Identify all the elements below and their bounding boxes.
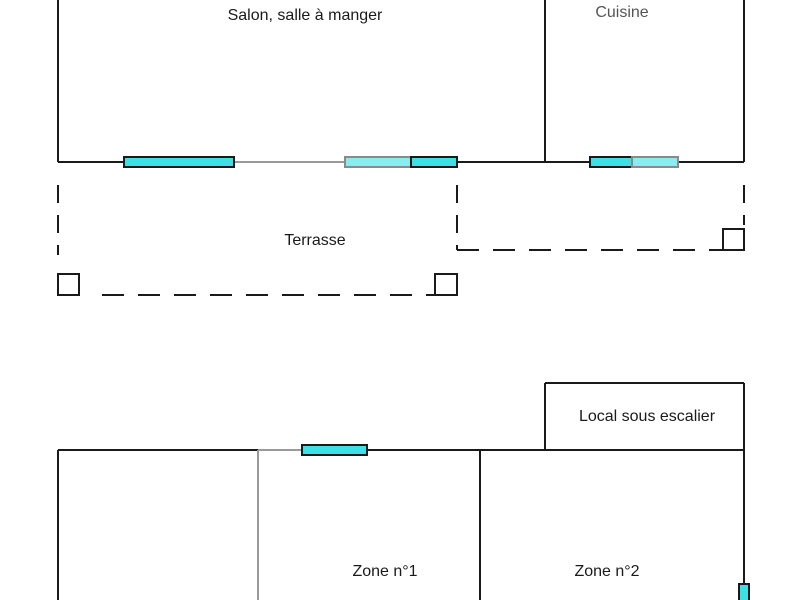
room-label-cuisine: Cuisine xyxy=(595,4,648,21)
window xyxy=(738,583,750,600)
terrace-post xyxy=(57,273,80,296)
lower-floor: Local sous escalier Zone n°1 Zone n°2 xyxy=(57,382,750,600)
terrace-post xyxy=(434,273,458,296)
window xyxy=(301,444,368,456)
room-label-zone1: Zone n°1 xyxy=(352,563,417,580)
window xyxy=(631,156,679,168)
room-label-local-escalier: Local sous escalier xyxy=(579,408,716,425)
window xyxy=(123,156,235,168)
terrace-post xyxy=(722,228,745,251)
upper-floor: Salon, salle à manger Cuisine xyxy=(57,0,745,168)
room-label-zone2: Zone n°2 xyxy=(574,563,639,580)
room-label-salon: Salon, salle à manger xyxy=(228,7,383,24)
window xyxy=(344,156,412,168)
window xyxy=(589,156,633,168)
window xyxy=(410,156,458,168)
terrace: Terrasse xyxy=(57,185,745,296)
room-label-terrasse: Terrasse xyxy=(284,232,345,249)
